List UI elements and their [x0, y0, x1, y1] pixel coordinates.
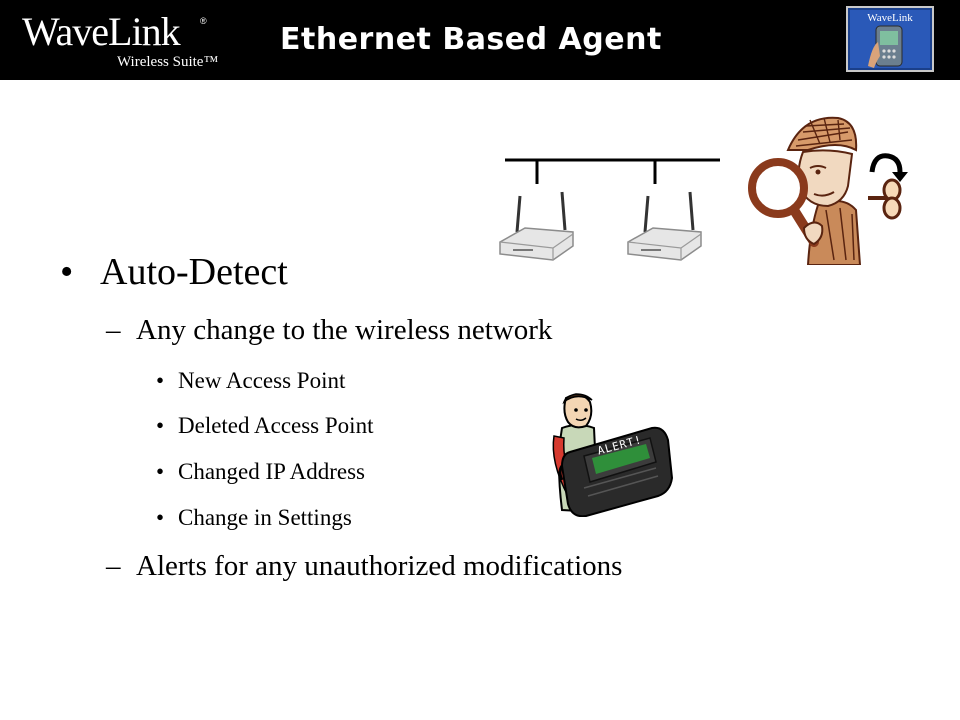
- logo-subtitle: Wireless Suite™: [117, 54, 219, 70]
- item-text: Any change to the wireless network: [136, 314, 553, 346]
- network-diagram-icon: [499, 158, 720, 261]
- logo-registered-mark: ®: [200, 16, 207, 26]
- detective-icon: [748, 116, 862, 265]
- subitem-text: New Access Point: [178, 368, 346, 393]
- badge-device-icon: [846, 6, 934, 72]
- wavelink-badge: WaveLink: [846, 6, 934, 72]
- dash-glyph: –: [106, 314, 121, 346]
- bullet-glyph: •: [156, 368, 165, 393]
- bullet-glyph: •: [156, 413, 165, 438]
- item-text: Alerts for any unauthorized modification…: [136, 550, 623, 582]
- pager-icon: [558, 426, 673, 517]
- bullet-glyph: •: [156, 459, 165, 484]
- subitem-text: Changed IP Address: [178, 459, 365, 484]
- header-bar: WaveLink ® Wireless Suite™ Ethernet Base…: [0, 0, 960, 80]
- wireless-access-point-icon: [627, 191, 702, 261]
- badge-label: WaveLink: [867, 12, 913, 24]
- subitem-text: Change in Settings: [178, 505, 352, 530]
- windup-key-icon: [868, 153, 908, 220]
- bullet-glyph: •: [156, 505, 165, 530]
- person-with-pager-icon: [552, 393, 673, 517]
- logo-main-text: WaveLink: [22, 9, 181, 54]
- wavelink-logo: WaveLink ® Wireless Suite™: [22, 9, 218, 72]
- bullet-glyph: •: [60, 251, 74, 293]
- slide-title: Ethernet Based Agent: [280, 22, 662, 57]
- dash-glyph: –: [106, 550, 121, 582]
- wireless-access-point-icon: [499, 191, 574, 261]
- heading-auto-detect: Auto-Detect: [100, 251, 288, 293]
- subitem-text: Deleted Access Point: [178, 413, 374, 438]
